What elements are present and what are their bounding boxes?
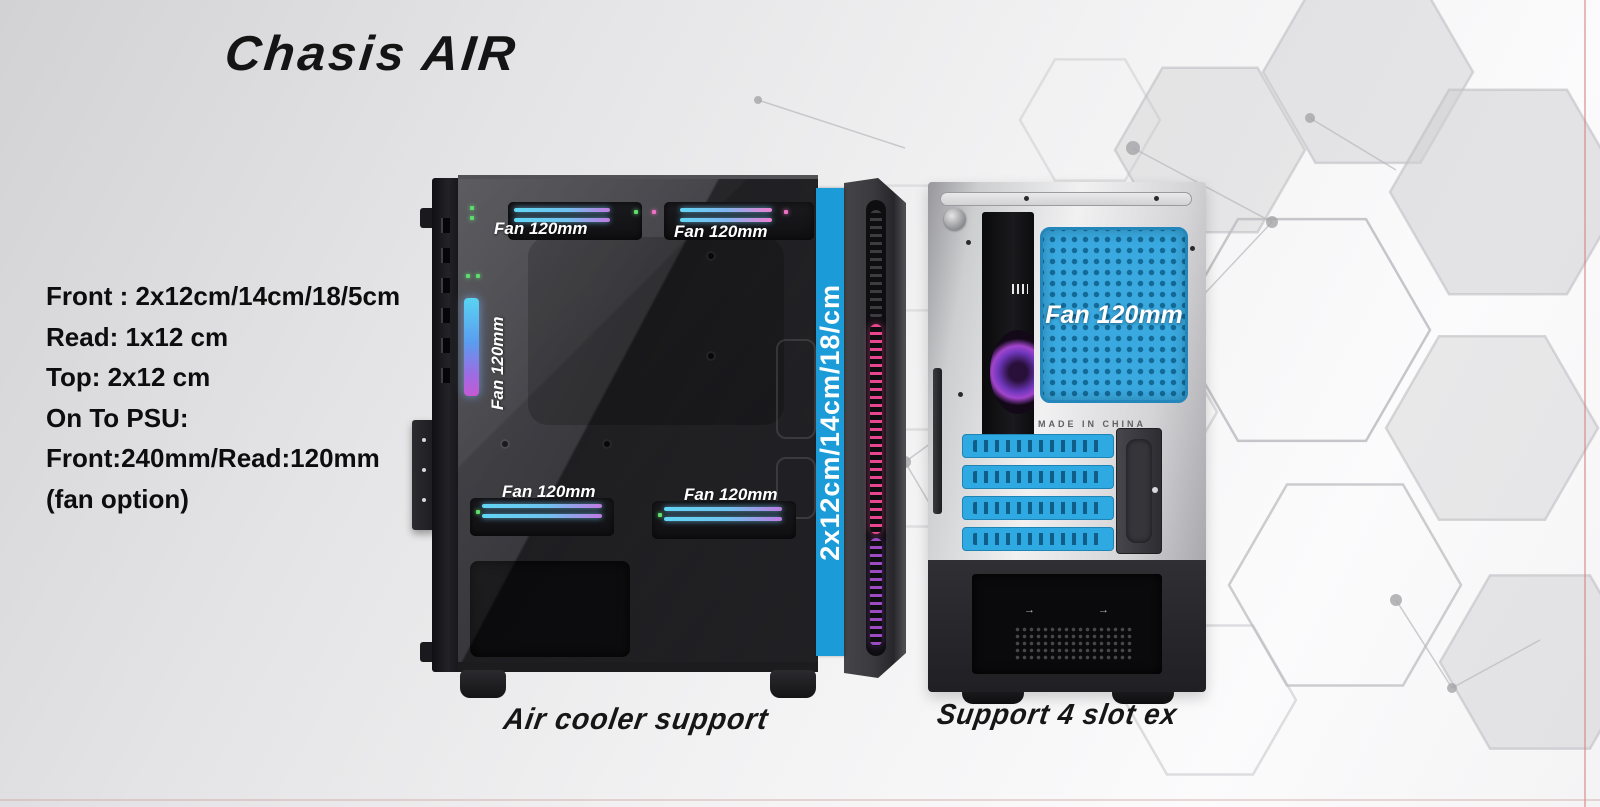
standoff-screw xyxy=(708,353,714,359)
led-indicator xyxy=(470,206,474,210)
case-rear-view: Fan 120mm MADE IN CHINA → → xyxy=(928,182,1206,692)
motherboard-tray xyxy=(528,237,784,425)
airflow-arrow: → xyxy=(1024,604,1035,616)
screw-hole xyxy=(1024,196,1029,201)
spec-line-top: Top: 2x12 cm xyxy=(46,362,211,392)
rgb-strip-bottom-right xyxy=(664,505,782,527)
cable-grommet xyxy=(776,457,816,519)
expansion-slot-cover xyxy=(962,496,1114,520)
bottom-edge-accent-line xyxy=(0,799,1600,801)
spec-line-psu: On To PSU: xyxy=(46,402,189,433)
led-indicator xyxy=(652,210,656,214)
led-strip-pink xyxy=(870,324,882,534)
side-panel-body xyxy=(458,175,818,672)
slot-cover-edge xyxy=(441,308,450,323)
rgb-strip-bottom-left xyxy=(482,502,602,524)
psu-vent-grid xyxy=(1014,626,1134,662)
screw-hole xyxy=(958,392,963,397)
fan-label-bottom-right: Fan 120mm xyxy=(684,485,778,504)
fan-label-rear-mount: Fan 120mm xyxy=(1045,300,1183,329)
rear-io-opening xyxy=(982,212,1034,440)
rgb-strip-top-left xyxy=(514,206,610,228)
led-indicator xyxy=(784,210,788,214)
slot-cover-edge xyxy=(441,278,450,293)
led-indicator xyxy=(476,510,480,514)
rear-fan-mount-highlight: Fan 120mm xyxy=(1040,227,1188,403)
led-strip-unlit xyxy=(870,210,882,320)
glass-reflection xyxy=(458,179,818,662)
case-side-view: Fan 120mm Fan 120mm Fan 120mm Fan 120mm … xyxy=(412,170,912,705)
led-indicator xyxy=(470,216,474,220)
spec-line-psu-detail: Front:240mm/Read:120mm xyxy=(46,443,380,473)
fan-label-top-right: Fan 120mm xyxy=(674,222,768,241)
led-groove xyxy=(866,200,886,656)
screw-hole xyxy=(1190,246,1195,251)
page-title: Chasis AIR xyxy=(222,27,521,81)
case-foot xyxy=(770,670,816,698)
expansion-slot-cover xyxy=(962,465,1114,489)
cable-grommet xyxy=(776,339,816,439)
psu-cutout: → → xyxy=(972,574,1162,674)
fan-label-top-left: Fan 120mm xyxy=(494,219,588,238)
slot-cover-edge xyxy=(441,338,450,353)
rgb-strip-top-right xyxy=(680,206,772,228)
led-indicator xyxy=(634,210,638,214)
led-indicator xyxy=(476,274,480,278)
led-strip-purple xyxy=(870,538,882,646)
thumbscrew xyxy=(944,208,966,230)
screw-hole xyxy=(422,498,426,502)
caption-slot-support: Support 4 slot ex xyxy=(934,699,1180,731)
standoff-screw xyxy=(708,253,714,259)
standoff-screw xyxy=(502,441,508,447)
case-foot xyxy=(460,670,506,698)
rear-panel-rail xyxy=(432,178,459,672)
spec-line-rear: Read: 1x12 cm xyxy=(46,321,229,352)
made-in-stamp: MADE IN CHINA xyxy=(1038,419,1146,429)
expansion-slot-group xyxy=(962,434,1120,558)
rear-fan-glow xyxy=(990,330,1034,414)
fan-label-bottom-left: Fan 120mm xyxy=(502,482,596,501)
fan-label-rear-vertical: Fan 120mm xyxy=(488,316,507,410)
slot-retention-bracket xyxy=(1116,428,1162,554)
screw-hole xyxy=(422,468,426,472)
airflow-arrow: → xyxy=(1098,604,1109,616)
slot-cover-edge xyxy=(441,248,450,263)
spec-line-fan-option: (fan option) xyxy=(46,483,189,514)
expansion-slot-cover xyxy=(962,527,1114,551)
front-bezel xyxy=(844,178,906,678)
caption-air-cooler: Air cooler support xyxy=(501,703,771,736)
right-edge-accent-line xyxy=(1584,0,1586,807)
expansion-slot-cover xyxy=(962,434,1114,458)
slot-cover-edge xyxy=(441,218,450,233)
psu-bay-section: → → xyxy=(928,560,1206,692)
bracket-pin xyxy=(1152,487,1158,493)
radiator-size-stripe: 2x12cm/14cm/18/cm xyxy=(814,188,845,656)
bracket-recess xyxy=(1126,439,1152,543)
screw-hole xyxy=(422,438,426,442)
slot-cover-edge xyxy=(441,368,450,383)
led-indicator xyxy=(658,513,662,517)
rgb-strip-rear-vertical xyxy=(464,298,479,396)
radiator-size-label: 2x12cm/14cm/18/cm xyxy=(814,283,845,561)
standoff-screw xyxy=(604,441,610,447)
side-panel-latch xyxy=(933,368,942,514)
spec-line-front: Front : 2x12cm/14cm/18/5cm xyxy=(46,281,401,311)
io-vent-ticks xyxy=(1012,284,1028,294)
screw-hole xyxy=(966,240,971,245)
screw-hole xyxy=(1154,196,1159,201)
psu-shroud xyxy=(470,561,630,657)
led-indicator xyxy=(466,274,470,278)
spec-list: Front : 2x12cm/14cm/18/5cm Read: 1x12 cm… xyxy=(46,276,400,519)
top-vent-strip xyxy=(940,192,1192,206)
